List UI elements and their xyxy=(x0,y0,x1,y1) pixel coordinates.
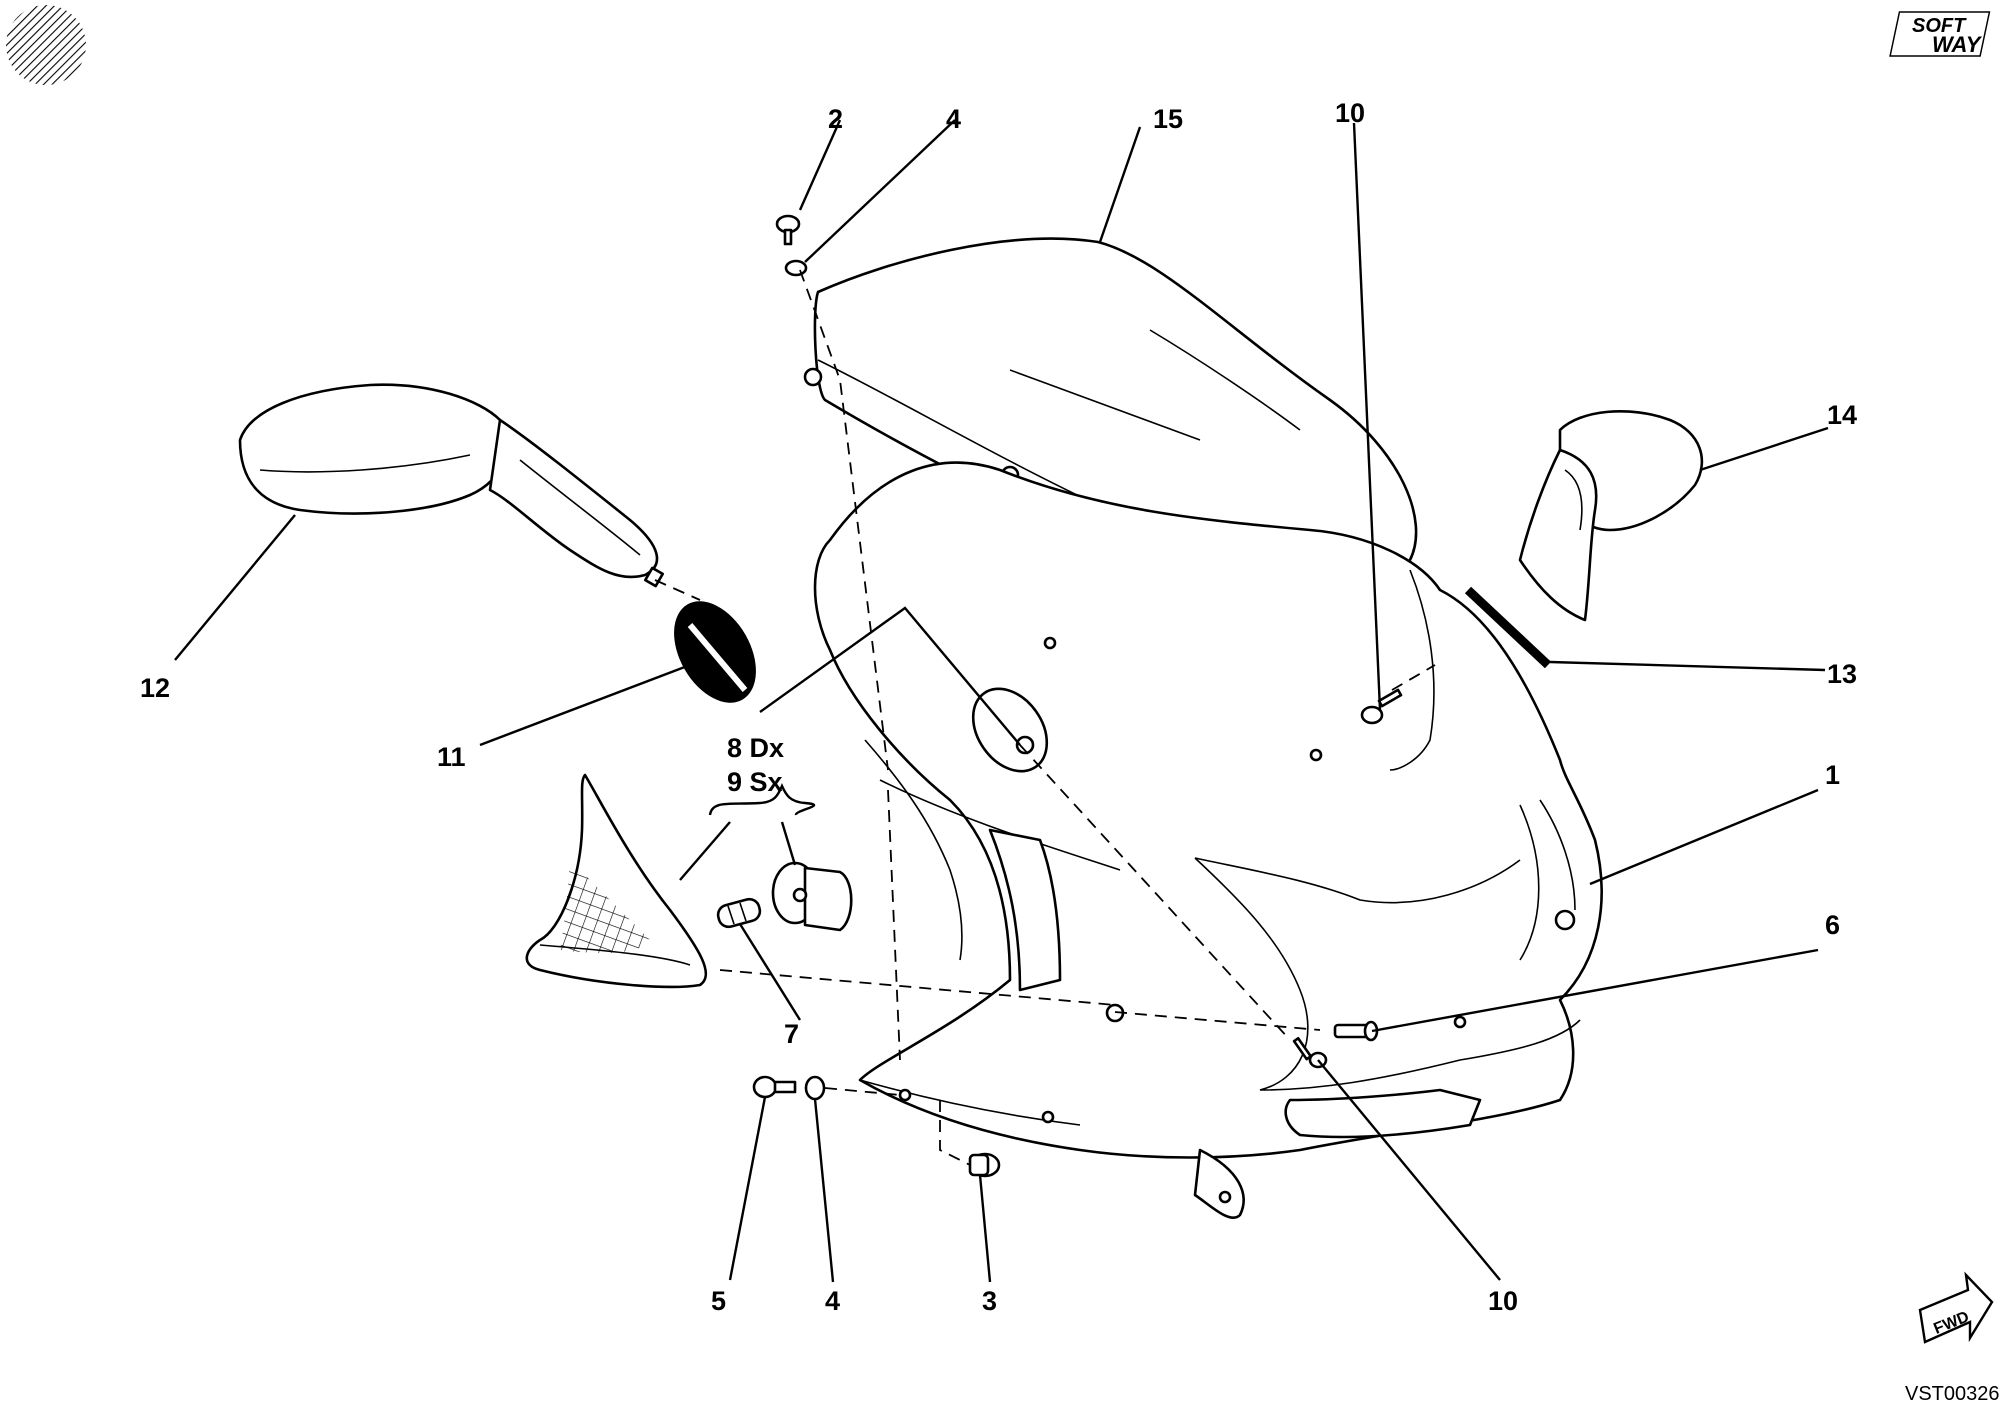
forward-arrow-icon: FWD xyxy=(1918,1271,1994,1344)
callout-8: 8 Dx xyxy=(727,733,784,763)
bolt-side xyxy=(1333,1020,1379,1042)
screw-bottom xyxy=(752,1075,797,1099)
callout-11: 11 xyxy=(437,742,466,772)
callout-15: 15 xyxy=(1153,104,1183,134)
drawing-code: VST00326 xyxy=(1905,1383,2000,1405)
washer-bottom xyxy=(804,1075,826,1101)
bulb xyxy=(716,897,762,929)
left-mirror xyxy=(238,383,664,588)
callout-14: 14 xyxy=(1827,400,1857,430)
callout-10-bottom: 10 xyxy=(1488,1286,1518,1316)
callout-6: 6 xyxy=(1825,910,1840,940)
mirror-gasket xyxy=(1464,586,1552,669)
callout-4-top: 4 xyxy=(946,104,961,134)
grommet xyxy=(968,1152,1001,1178)
logo-line1: SOFT xyxy=(1912,15,1967,37)
callout-7: 7 xyxy=(784,1019,799,1049)
turn-indicator xyxy=(525,773,708,989)
callout-9: 9 Sx xyxy=(727,767,783,797)
callout-1: 1 xyxy=(1825,760,1840,790)
callout-5: 5 xyxy=(711,1286,726,1316)
screw-top xyxy=(775,214,801,246)
washer-top xyxy=(784,259,808,277)
right-mirror xyxy=(1518,410,1704,622)
rubber-gasket xyxy=(674,601,756,703)
hatched-circle-icon xyxy=(6,5,86,85)
logo-line2: WAY xyxy=(1932,32,1983,57)
softway-logo: SOFT WAY xyxy=(1889,11,1991,57)
callout-3: 3 xyxy=(982,1286,997,1316)
callout-2: 2 xyxy=(828,104,843,134)
front-fairing xyxy=(813,461,1603,1219)
callout-12: 12 xyxy=(140,673,170,703)
callout-4-bottom: 4 xyxy=(825,1286,840,1316)
callout-13: 13 xyxy=(1827,659,1857,689)
callout-10-top: 10 xyxy=(1335,98,1365,128)
bulb-holder xyxy=(771,861,853,932)
